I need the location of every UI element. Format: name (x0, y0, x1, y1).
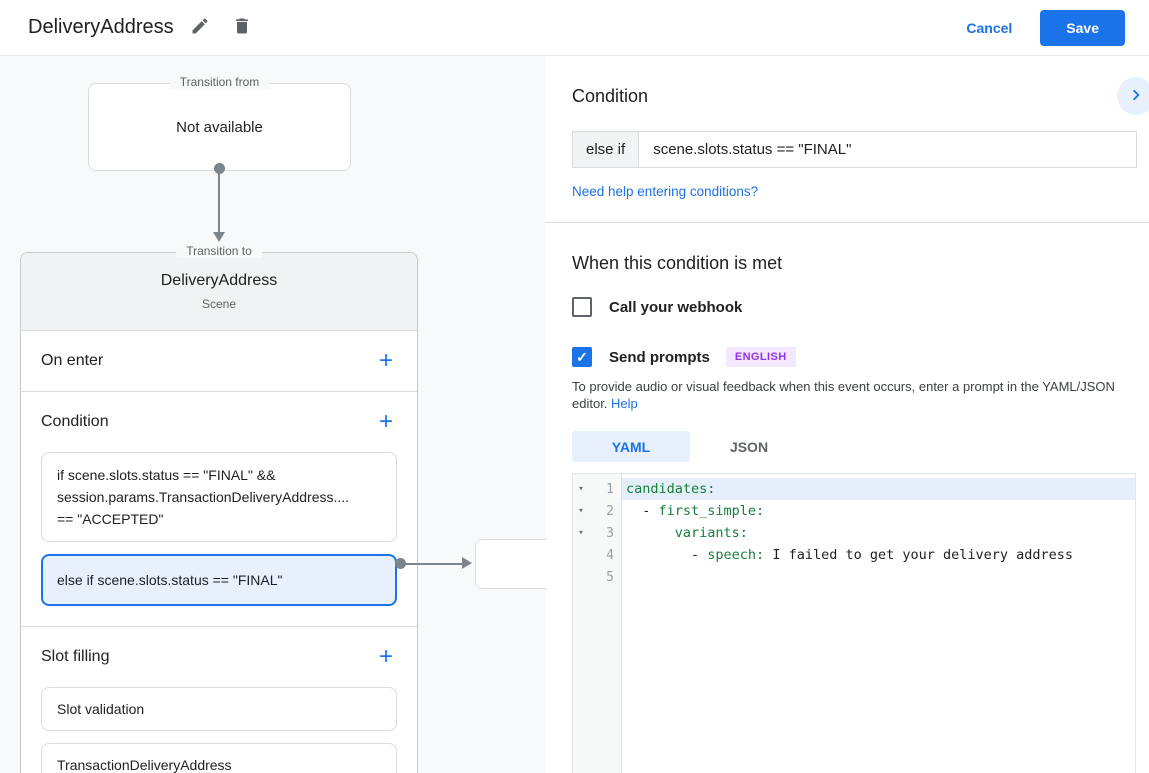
page-title: DeliveryAddress (28, 16, 174, 38)
slot-filling-item[interactable]: TransactionDeliveryAddress (41, 743, 397, 773)
conditions-help-link[interactable]: Need help entering conditions? (572, 184, 759, 199)
connector-line-horizontal (405, 563, 463, 565)
transition-to-legend: Transition to (176, 244, 262, 258)
help-link[interactable]: Help (611, 396, 638, 411)
cancel-button[interactable]: Cancel (966, 19, 1013, 36)
collapse-panel-button[interactable] (1117, 77, 1149, 115)
arrow-right-icon (462, 557, 472, 569)
condition-label: Condition (41, 413, 109, 430)
code-line[interactable]: - first_simple: (626, 503, 765, 519)
add-on-enter-button[interactable]: + (375, 349, 397, 373)
slot-filling-label: Slot filling (41, 648, 110, 665)
prompt-description-text: To provide audio or visual feedback when… (572, 379, 1115, 411)
condition-expression-input[interactable] (639, 131, 1137, 168)
call-webhook-row: ✓ Call your webhook (572, 297, 742, 317)
condition-expression-row: else if (572, 131, 1137, 168)
line-number: 1 (606, 481, 614, 497)
on-enter-section: On enter + (21, 331, 417, 392)
connector-line-vertical (218, 173, 220, 233)
scene-card-header: DeliveryAddress Scene (21, 253, 417, 331)
checkmark-icon: ✓ (576, 349, 588, 365)
line-number: 3 (606, 525, 614, 541)
code-line[interactable]: variants: (674, 525, 748, 541)
send-prompts-row: ✓ Send prompts ENGLISH (572, 347, 796, 367)
slot-filling-item[interactable]: Slot validation (41, 687, 397, 731)
delete-scene-button[interactable] (226, 12, 258, 44)
condition-detail-panel: Condition else if Need help entering con… (546, 56, 1149, 773)
fold-arrow-icon[interactable]: ▾ (578, 506, 584, 516)
add-condition-button[interactable]: + (375, 410, 397, 434)
chevron-right-icon (1125, 84, 1147, 109)
connector-dot (214, 163, 225, 174)
prompt-description: To provide audio or visual feedback when… (572, 378, 1132, 412)
code-line[interactable]: - speech: I failed to get your delivery … (626, 547, 1074, 563)
condition-items: if scene.slots.status == "FINAL" && sess… (41, 452, 397, 626)
editor-code-area[interactable]: candidates: - first_simple: variants: - … (622, 474, 1135, 773)
tab-json[interactable]: JSON (690, 431, 808, 462)
connector-dot (395, 558, 406, 569)
scene-name: DeliveryAddress (160, 272, 278, 289)
line-number: 5 (606, 569, 614, 585)
code-line[interactable]: candidates: (622, 478, 1135, 500)
trash-icon (232, 16, 252, 39)
when-condition-met-title: When this condition is met (572, 253, 783, 273)
scene-type-label: Scene (201, 297, 237, 311)
on-enter-label: On enter (41, 352, 104, 369)
flow-diagram-panel: Transition from Not available Transition… (0, 56, 546, 773)
condition-section: Condition + if scene.slots.status == "FI… (21, 392, 417, 627)
call-webhook-checkbox[interactable]: ✓ (572, 297, 592, 317)
editor-gutter: ▾ 1 ▾ 2 ▾ 3 4 5 (573, 474, 622, 773)
pencil-icon (190, 16, 210, 39)
condition-prefix-label: else if (572, 131, 640, 168)
transition-from-box: Transition from Not available (88, 75, 351, 171)
condition-item-selected[interactable]: else if scene.slots.status == "FINAL" (41, 554, 397, 606)
yaml-code-editor[interactable]: ▾ 1 ▾ 2 ▾ 3 4 5 candidates: - first_simple: var… (572, 473, 1136, 773)
save-button[interactable]: Save (1040, 9, 1125, 46)
send-prompts-checkbox[interactable]: ✓ (572, 347, 592, 367)
divider (546, 222, 1149, 223)
fold-arrow-icon[interactable]: ▾ (578, 484, 584, 494)
call-webhook-label: Call your webhook (609, 298, 743, 316)
language-badge: ENGLISH (725, 347, 796, 367)
fold-arrow-icon[interactable]: ▾ (578, 528, 584, 538)
transition-from-legend: Transition from (169, 75, 270, 89)
code-line[interactable] (622, 566, 1135, 588)
line-number: 4 (606, 547, 614, 563)
header: DeliveryAddress Cancel Save (0, 0, 1149, 56)
send-prompts-label: Send prompts (609, 348, 710, 366)
transition-target-node[interactable] (475, 539, 546, 589)
add-slot-filling-button[interactable]: + (375, 645, 397, 669)
transition-from-content: Not available (176, 118, 263, 136)
edit-scene-button[interactable] (184, 12, 216, 44)
arrow-down-icon (213, 232, 225, 242)
transition-to-card: Transition to DeliveryAddress Scene On e… (20, 244, 418, 773)
line-number: 2 (606, 503, 614, 519)
condition-item[interactable]: if scene.slots.status == "FINAL" && sess… (41, 452, 397, 542)
panel-title: Condition (572, 86, 649, 106)
tab-yaml[interactable]: YAML (572, 431, 690, 462)
